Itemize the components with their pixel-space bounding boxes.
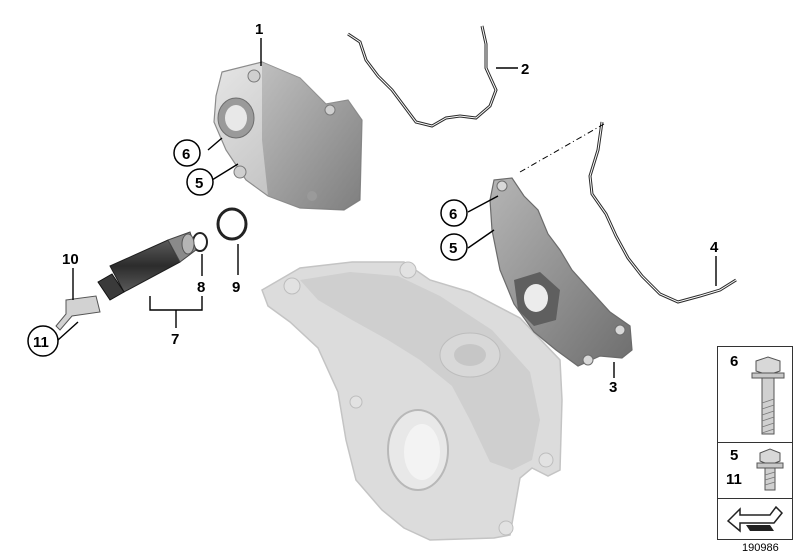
svg-text:5: 5	[195, 175, 203, 192]
legend-row-arrow	[718, 499, 792, 539]
callout-11: 11	[27, 325, 59, 357]
callout-2: 2	[521, 61, 529, 78]
svg-text:6: 6	[182, 146, 190, 163]
timing-case-large	[261, 261, 563, 541]
fastener-legend: 6 5 11	[717, 346, 793, 540]
svg-text:5: 5	[449, 240, 457, 257]
sealing-ring	[216, 207, 248, 241]
callout-5-upper: 5	[186, 168, 214, 196]
callout-6-upper: 6	[173, 139, 201, 167]
upper-timing-cover	[213, 61, 363, 211]
solenoid-valve	[97, 231, 197, 301]
callout-9: 9	[232, 279, 240, 296]
callout-4: 4	[710, 239, 719, 256]
callout-5-lower: 5	[440, 233, 468, 261]
callout-7: 7	[171, 331, 179, 348]
callout-3: 3	[609, 379, 617, 396]
callout-1: 1	[255, 21, 263, 38]
svg-text:11: 11	[33, 334, 49, 351]
side-timing-cover	[489, 177, 633, 367]
legend-label-6: 6	[730, 353, 739, 370]
short-bolt-icon	[756, 448, 784, 491]
legend-label-11: 11	[726, 471, 742, 488]
upper-gasket	[347, 25, 498, 128]
svg-text:6: 6	[449, 206, 457, 223]
legend-label-5: 5	[730, 447, 739, 464]
callout-10: 10	[62, 251, 79, 268]
diagram-id: 190986	[742, 542, 779, 554]
legend-row-bolt-long: 6	[718, 347, 792, 443]
side-gasket	[519, 121, 737, 304]
callout-6-lower: 6	[440, 199, 468, 227]
leader-lines	[57, 38, 717, 378]
callout-8: 8	[197, 279, 205, 296]
legend-row-bolt-short: 5 11	[718, 443, 792, 499]
direction-arrow-icon	[726, 505, 784, 533]
long-bolt-icon	[751, 356, 785, 435]
retaining-clip	[55, 295, 101, 331]
